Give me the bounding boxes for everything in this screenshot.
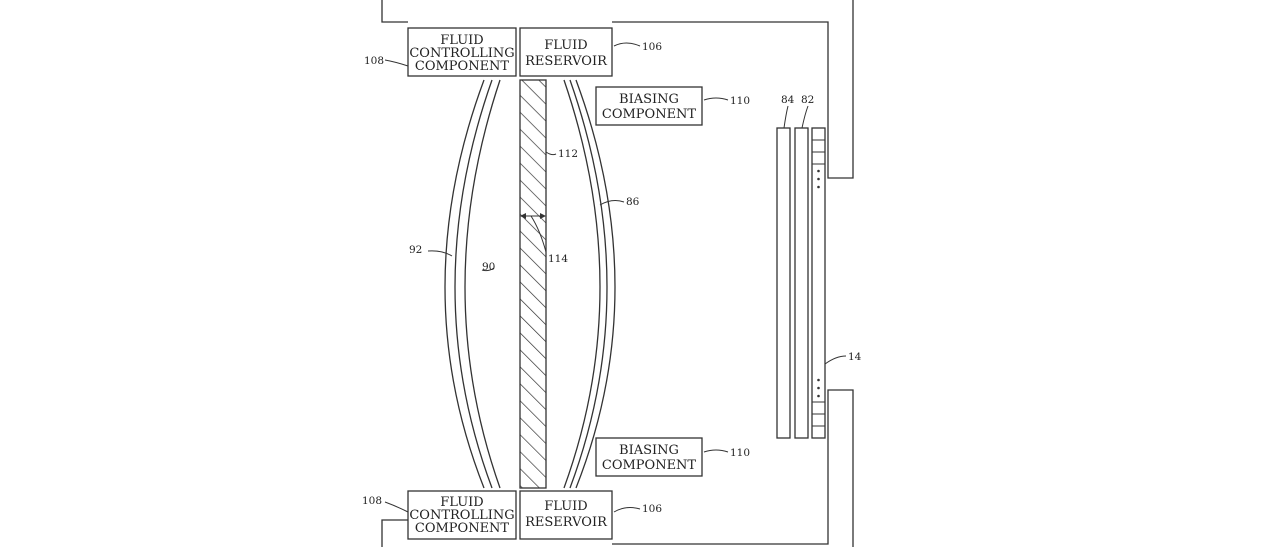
ref-110-top: 110 bbox=[730, 95, 750, 107]
ref-108-top: 108 bbox=[364, 55, 384, 67]
fluid-controlling-component-bottom: FLUID CONTROLLING COMPONENT bbox=[407, 490, 517, 540]
leader-lines bbox=[384, 42, 847, 513]
ref-108-bottom: 108 bbox=[362, 495, 382, 507]
ref-14: 14 bbox=[848, 351, 862, 363]
display-layer-82 bbox=[794, 127, 809, 439]
svg-text:RESERVOIR: RESERVOIR bbox=[525, 515, 608, 530]
svg-text:BIASING: BIASING bbox=[619, 92, 679, 107]
display-stack bbox=[776, 127, 826, 439]
ref-112: 112 bbox=[558, 148, 578, 160]
svg-text:FLUID: FLUID bbox=[544, 38, 587, 53]
ref-90: 90 bbox=[482, 261, 495, 273]
svg-text:COMPONENT: COMPONENT bbox=[602, 107, 697, 122]
ref-84: 84 bbox=[781, 94, 795, 106]
svg-text:COMPONENT: COMPONENT bbox=[415, 59, 510, 74]
thickness-arrow-114 bbox=[520, 213, 546, 219]
reference-numerals: 108 106 110 112 86 92 114 90 84 82 14 11… bbox=[362, 41, 862, 515]
display-pixel-column-14 bbox=[811, 127, 826, 439]
housing-outline bbox=[381, 0, 854, 547]
svg-text:BIASING: BIASING bbox=[619, 443, 679, 458]
fluid-reservoir-bottom: FLUID RESERVOIR bbox=[519, 490, 613, 540]
lens-membrane-90 bbox=[464, 79, 501, 489]
ref-106-bottom: 106 bbox=[642, 503, 662, 515]
lens-membrane-92 bbox=[444, 79, 493, 489]
svg-text:COMPONENT: COMPONENT bbox=[602, 458, 697, 473]
fluid-controlling-component-top: FLUID CONTROLLING COMPONENT bbox=[407, 27, 517, 77]
svg-text:FLUID: FLUID bbox=[440, 495, 483, 510]
ref-110-bottom: 110 bbox=[730, 447, 750, 459]
svg-text:FLUID: FLUID bbox=[440, 33, 483, 48]
biasing-component-bottom: BIASING COMPONENT bbox=[595, 437, 703, 477]
svg-text:FLUID: FLUID bbox=[544, 499, 587, 514]
ref-106-top: 106 bbox=[642, 41, 662, 53]
lens-membrane-86 bbox=[563, 79, 616, 489]
svg-text:RESERVOIR: RESERVOIR bbox=[525, 54, 608, 69]
svg-text:COMPONENT: COMPONENT bbox=[415, 521, 510, 536]
ref-92: 92 bbox=[409, 244, 422, 256]
ref-86: 86 bbox=[626, 196, 640, 208]
display-layer-84 bbox=[776, 127, 791, 439]
fluid-reservoir-top: FLUID RESERVOIR bbox=[519, 27, 613, 77]
biasing-component-top: BIASING COMPONENT bbox=[595, 86, 703, 126]
ref-82: 82 bbox=[801, 94, 814, 106]
ref-114: 114 bbox=[548, 253, 568, 265]
svg-text:CONTROLLING: CONTROLLING bbox=[409, 46, 514, 61]
hatched-plate-112 bbox=[519, 79, 547, 489]
svg-text:CONTROLLING: CONTROLLING bbox=[409, 508, 514, 523]
